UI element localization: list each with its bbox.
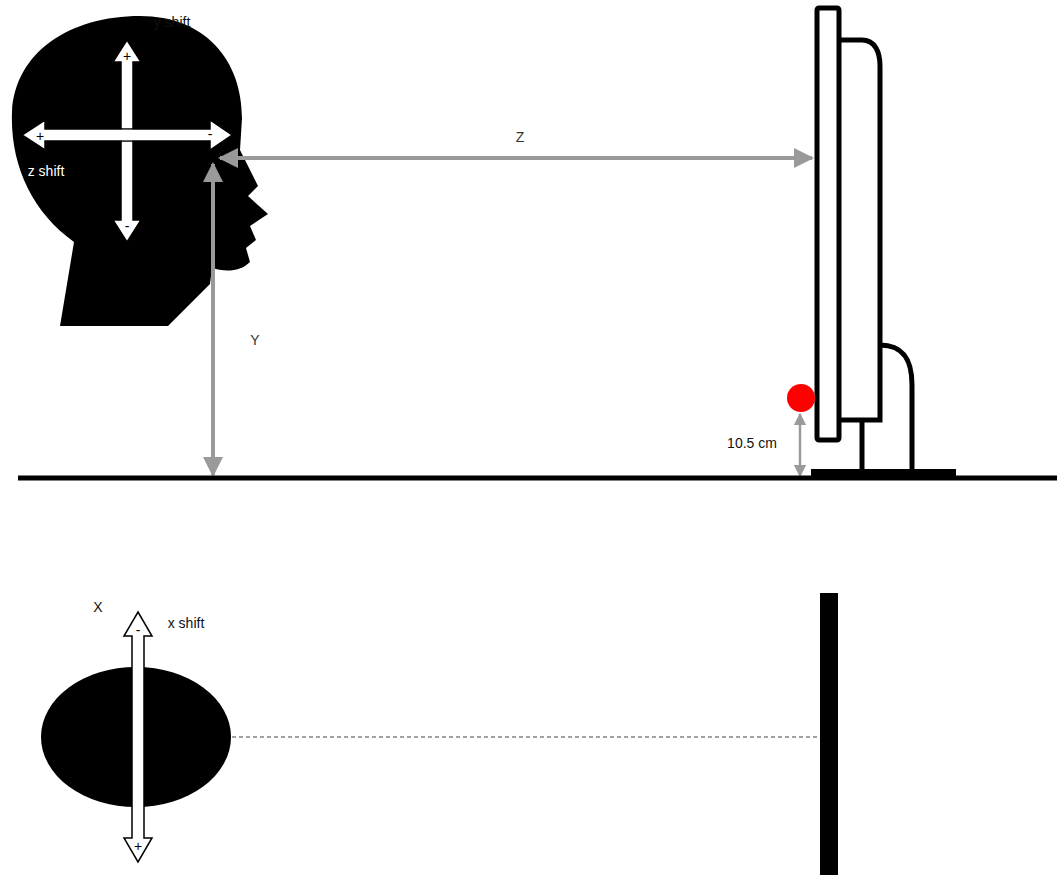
dimension-label: 10.5 cm — [727, 436, 777, 450]
floor-line — [18, 476, 1057, 481]
y-height-arrow — [211, 164, 215, 475]
sign-label: + — [36, 129, 44, 143]
sign-label: + — [123, 49, 131, 63]
sign-label: + — [134, 839, 142, 853]
dimension-label: Z — [516, 130, 525, 144]
dot-height-arrow — [799, 414, 802, 476]
dimension-label: Y — [250, 333, 259, 347]
monitor — [812, 8, 955, 476]
shift-label: x shift — [168, 616, 205, 630]
sight-line — [232, 737, 818, 738]
monitor-top-view — [820, 593, 838, 875]
z-distance-arrow — [220, 156, 812, 160]
sign-label: - — [136, 623, 141, 637]
z-shift-arrow — [22, 120, 232, 150]
shift-label: y shift — [154, 15, 191, 29]
sign-label: - — [208, 127, 213, 141]
shift-label: z shift — [28, 164, 65, 178]
axis-label: X — [93, 600, 102, 614]
red-marker-dot — [787, 384, 815, 412]
head-silhouette — [12, 16, 268, 326]
sign-label: - — [125, 219, 130, 233]
x-shift-arrow — [124, 612, 152, 862]
